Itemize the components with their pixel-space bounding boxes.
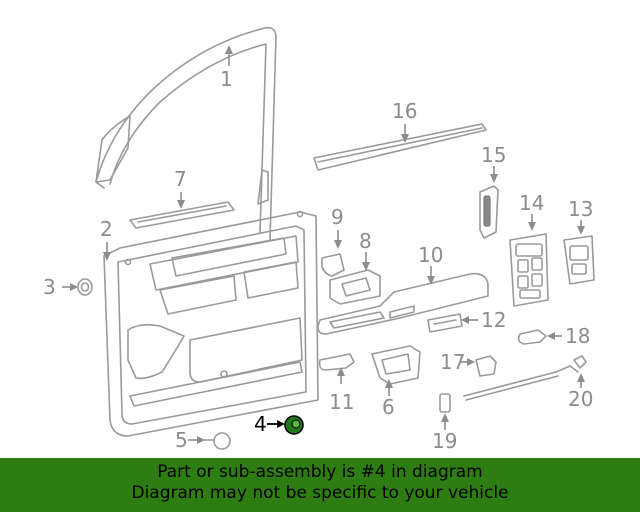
part-17-connector	[475, 355, 497, 377]
callout-4: 4	[254, 412, 285, 436]
part-2-door-trim-panel	[103, 210, 319, 437]
banner-part-line: Part or sub-assembly is #4 in diagram	[157, 462, 483, 482]
svg-text:16: 16	[392, 99, 417, 123]
svg-text:17: 17	[440, 350, 465, 374]
part-6-handle-housing	[371, 345, 421, 385]
part-16-belt-molding	[313, 123, 487, 171]
callout-8: 8	[359, 229, 372, 271]
svg-text:2: 2	[100, 217, 113, 241]
callout-14: 14	[519, 191, 544, 231]
callout-12: 12	[461, 308, 506, 332]
part-20-link-rod	[463, 355, 587, 401]
svg-text:7: 7	[174, 167, 187, 191]
exploded-parts-diagram: 1 16 7 2	[43, 26, 595, 453]
part-15-actuator	[479, 185, 499, 239]
callout-6: 6	[382, 379, 395, 419]
callout-10: 10	[418, 243, 443, 285]
svg-text:19: 19	[432, 429, 457, 453]
svg-text:5: 5	[175, 428, 188, 452]
callout-17: 17	[440, 350, 475, 374]
part-11-pull-cup	[318, 353, 355, 371]
callout-13: 13	[568, 197, 593, 235]
part-13-switch	[563, 235, 595, 285]
callout-15: 15	[481, 143, 506, 183]
callout-2: 2	[100, 217, 113, 261]
svg-text:4: 4	[254, 412, 267, 436]
svg-text:20: 20	[568, 387, 593, 411]
svg-text:8: 8	[359, 229, 372, 253]
svg-text:15: 15	[481, 143, 506, 167]
svg-text:10: 10	[418, 243, 443, 267]
svg-text:12: 12	[481, 308, 506, 332]
callout-19: 19	[432, 413, 457, 453]
svg-text:1: 1	[220, 67, 233, 91]
callout-7: 7	[174, 167, 187, 209]
svg-text:11: 11	[329, 390, 354, 414]
callout-9: 9	[331, 205, 344, 249]
callout-1: 1	[220, 45, 233, 91]
part-7-trim-strip	[129, 201, 235, 229]
callout-16: 16	[392, 99, 417, 143]
part-info-banner: Part or sub-assembly is #4 in diagram Di…	[0, 458, 640, 512]
callout-20: 20	[568, 373, 593, 411]
part-9-bracket	[321, 253, 345, 277]
part-4-push-retainer	[284, 415, 304, 435]
part-3-clip	[77, 278, 93, 296]
svg-text:13: 13	[568, 197, 593, 221]
banner-disclaimer-line: Diagram may not be specific to your vehi…	[131, 483, 509, 503]
svg-text:6: 6	[382, 395, 395, 419]
part-5-screw	[203, 432, 231, 450]
callout-5: 5	[175, 428, 205, 452]
part-1-door-frame	[95, 26, 277, 241]
part-14-window-switch	[509, 233, 549, 307]
part-18-clip	[517, 329, 547, 345]
part-10-armrest	[317, 272, 489, 335]
part-8-inside-handle	[329, 269, 381, 305]
callout-18: 18	[547, 324, 590, 348]
callout-11: 11	[329, 367, 354, 414]
svg-text:3: 3	[43, 275, 56, 299]
part-19-plug	[439, 393, 451, 413]
part-12-bezel	[427, 313, 463, 333]
svg-text:18: 18	[565, 324, 590, 348]
svg-text:9: 9	[331, 205, 344, 229]
callout-3: 3	[43, 275, 78, 299]
svg-text:14: 14	[519, 191, 544, 215]
